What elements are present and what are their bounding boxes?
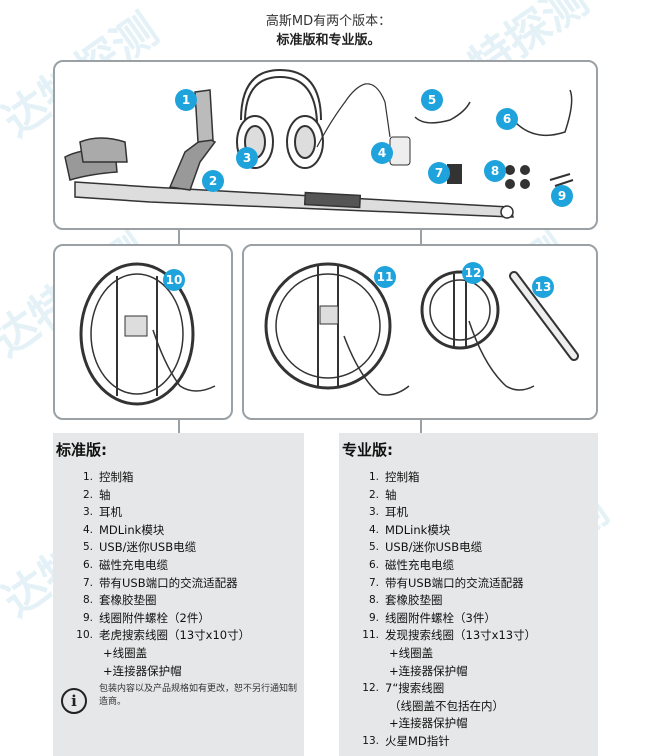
list-subitem: +线圈盖 xyxy=(389,645,434,660)
connector-line xyxy=(420,228,422,246)
list-item: 6.磁性充电电缆 xyxy=(82,557,168,572)
pro-title: 专业版: xyxy=(342,441,393,459)
list-item: 4.MDLink模块 xyxy=(368,522,451,537)
list-subitem: +连接器保护帽 xyxy=(389,716,468,731)
standard-panel: 标准版: 1.控制箱 2.轴 3.耳机 4.MDLink模块 5.USB/迷你U… xyxy=(53,433,304,756)
list-item: 2.轴 xyxy=(82,487,111,502)
pro-coils-illustration xyxy=(264,262,579,396)
badge-4: 4 xyxy=(371,142,393,164)
list-subitem: +连接器保护帽 xyxy=(389,663,468,678)
list-item: 4.MDLink模块 xyxy=(82,522,165,537)
pro-coil-box: 11 12 13 xyxy=(242,244,598,420)
detector-illustration xyxy=(64,68,574,219)
badge-8: 8 xyxy=(484,160,506,182)
header-line-2: 标准版和专业版。 xyxy=(276,33,381,48)
list-item: 9.线圈附件螺栓（3件） xyxy=(368,610,496,625)
list-item: 12.7“搜索线圈 xyxy=(362,681,445,696)
list-item: 2.轴 xyxy=(368,487,397,502)
standard-list: 1.控制箱 2.轴 3.耳机 4.MDLink模块 5.USB/迷你USB电缆 … xyxy=(53,469,304,680)
badge-11: 11 xyxy=(374,266,396,288)
list-item: 8.套橡胶垫圈 xyxy=(368,593,443,608)
info-icon: i xyxy=(61,688,87,714)
badge-7: 7 xyxy=(428,162,450,184)
list-subitem: +线圈盖 xyxy=(103,645,148,660)
standard-coil-box: 10 xyxy=(53,244,233,420)
list-item: 6.磁性充电电缆 xyxy=(368,557,454,572)
disclaimer-note: 包装内容以及产品规格如有更改，恕不另行通知制造商。 xyxy=(99,684,298,707)
pro-panel: 专业版: 1.控制箱 2.轴 3.耳机 4.MDLink模块 5.USB/迷你U… xyxy=(339,433,598,756)
badge-1: 1 xyxy=(175,89,197,111)
connector-line xyxy=(178,228,180,246)
header-line-1: 高斯MD有两个版本： xyxy=(265,14,392,29)
list-item: 1.控制箱 xyxy=(82,470,134,484)
list-item: 13.火星MD指针 xyxy=(362,733,450,748)
badge-9: 9 xyxy=(551,185,573,207)
list-item: 7.带有USB端口的交流适配器 xyxy=(82,575,238,590)
list-item: 3.耳机 xyxy=(368,505,408,520)
list-item: 9.线圈附件螺栓（2件） xyxy=(82,610,210,625)
pro-list: 1.控制箱 2.轴 3.耳机 4.MDLink模块 5.USB/迷你USB电缆 … xyxy=(339,469,598,751)
badge-3: 3 xyxy=(236,147,258,169)
list-item: 11.发现搜索线圈（13寸x13寸） xyxy=(362,628,537,643)
badge-6: 6 xyxy=(496,108,518,130)
list-subitem: +连接器保护帽 xyxy=(103,663,182,678)
list-subitem: （线圈盖不包括在内） xyxy=(389,698,504,713)
list-item: 3.耳机 xyxy=(82,505,122,520)
components-box: 1 2 3 4 5 6 7 8 9 xyxy=(53,60,598,230)
list-item: 5.USB/迷你USB电缆 xyxy=(82,540,197,555)
tiger-coil-illustration xyxy=(79,262,216,406)
connector-line xyxy=(178,419,180,433)
list-item: 5.USB/迷你USB电缆 xyxy=(368,540,483,555)
list-item: 8.套橡胶垫圈 xyxy=(82,593,157,608)
list-item: 10.老虎搜索线圈（13寸x10寸） xyxy=(76,628,251,643)
badge-5: 5 xyxy=(421,89,443,111)
badge-10: 10 xyxy=(163,269,185,291)
badge-12: 12 xyxy=(462,262,484,284)
connector-line xyxy=(420,419,422,433)
list-item: 1.控制箱 xyxy=(368,470,420,484)
badge-2: 2 xyxy=(202,170,224,192)
badge-13: 13 xyxy=(532,276,554,298)
standard-title: 标准版: xyxy=(56,441,107,459)
list-item: 7.带有USB端口的交流适配器 xyxy=(368,575,524,590)
